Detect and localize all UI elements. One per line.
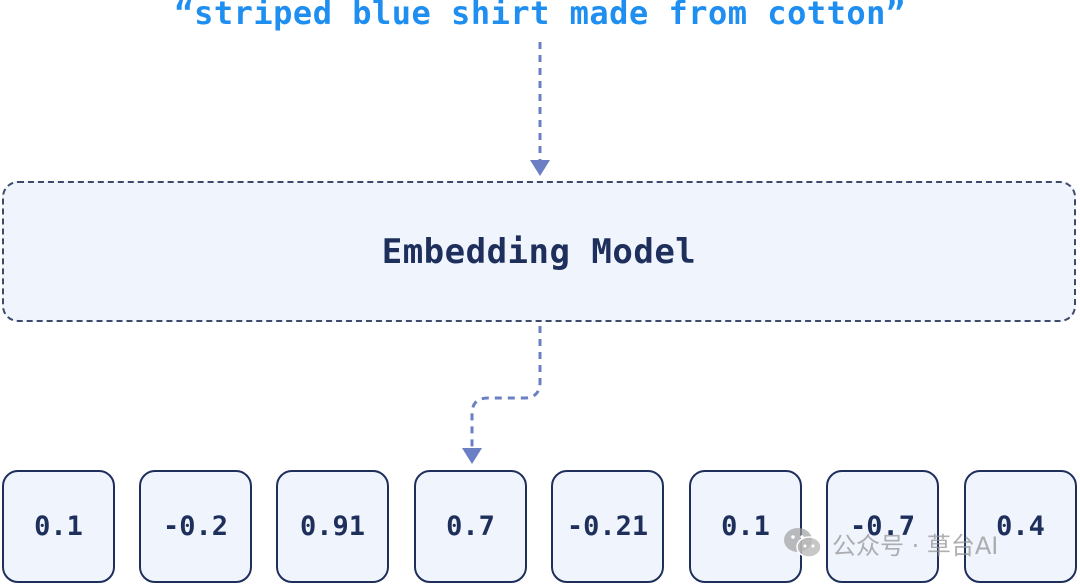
query-text: “striped blue shirt made from cotton”: [174, 0, 906, 32]
vector-value: -0.21: [566, 511, 649, 542]
watermark: 公众号 · 草台AI: [782, 525, 998, 561]
arrow-model-to-vector: [470, 326, 542, 450]
embedding-model-box: Embedding Model: [2, 181, 1076, 322]
vector-cell: -0.2: [139, 470, 252, 583]
embedding-model-label: Embedding Model: [381, 231, 697, 272]
vector-value: 0.1: [34, 511, 83, 542]
vector-cell: 0.4: [964, 470, 1077, 583]
vector-value: -0.2: [162, 511, 229, 542]
vector-value: 0.4: [996, 511, 1045, 542]
vector-cell: 0.1: [689, 470, 802, 583]
vector-cell: 0.7: [414, 470, 527, 583]
vector-cell: 0.1: [2, 470, 115, 583]
vector-cell: -0.21: [551, 470, 664, 583]
vector-value: -0.7: [849, 511, 916, 542]
wechat-icon: [784, 528, 822, 558]
vector-value: 0.91: [299, 511, 366, 542]
vector-value: 0.7: [446, 511, 495, 542]
watermark-text: 公众号 · 草台AI: [832, 531, 999, 560]
arrow-head-vector: [462, 448, 482, 464]
vector-cell: -0.7: [826, 470, 939, 583]
vector-value: 0.1: [721, 511, 770, 542]
arrow-head-model: [530, 160, 550, 176]
vector-cell: 0.91: [276, 470, 389, 583]
